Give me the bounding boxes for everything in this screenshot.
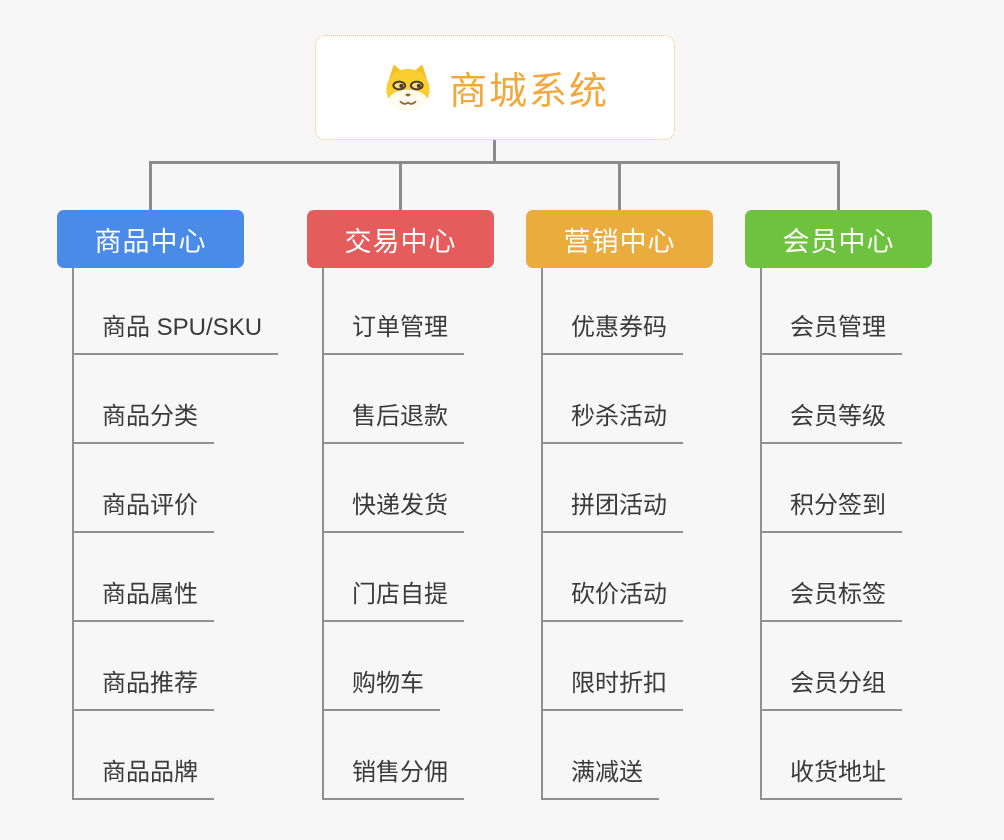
connector-branch-1 — [149, 161, 152, 210]
branch-node-members[interactable]: 会员中心 — [745, 210, 932, 268]
leaf-node[interactable]: 商品评价 — [72, 491, 214, 533]
branch-trade-children: 订单管理 售后退款 快递发货 门店自提 购物车 销售分佣 — [322, 268, 552, 800]
leaf-node[interactable]: 门店自提 — [322, 580, 464, 622]
branch-node-marketing[interactable]: 营销中心 — [526, 210, 713, 268]
branch-marketing-children: 优惠券码 秒杀活动 拼团活动 砍价活动 限时折扣 满减送 — [541, 268, 771, 800]
branch-products-children: 商品 SPU/SKU 商品分类 商品评价 商品属性 商品推荐 商品品牌 — [72, 268, 302, 800]
dog-face-icon — [386, 64, 430, 110]
leaf-node[interactable]: 收货地址 — [760, 758, 902, 800]
leaf-node[interactable]: 售后退款 — [322, 402, 464, 444]
leaf-node[interactable]: 购物车 — [322, 669, 440, 711]
leaf-node[interactable]: 快递发货 — [322, 491, 464, 533]
leaf-node[interactable]: 商品 SPU/SKU — [72, 313, 279, 355]
leaf-node[interactable]: 商品推荐 — [72, 669, 214, 711]
leaf-node[interactable]: 会员分组 — [760, 669, 902, 711]
leaf-node[interactable]: 限时折扣 — [541, 669, 683, 711]
branch-node-trade[interactable]: 交易中心 — [307, 210, 494, 268]
connector-branch-2 — [399, 161, 402, 210]
leaf-node[interactable]: 会员等级 — [760, 402, 902, 444]
leaf-node[interactable]: 满减送 — [541, 758, 659, 800]
leaf-node[interactable]: 订单管理 — [322, 313, 464, 355]
leaf-node[interactable]: 会员管理 — [760, 313, 902, 355]
root-node[interactable]: 商城系统 — [315, 35, 675, 140]
leaf-node[interactable]: 商品分类 — [72, 402, 214, 444]
leaf-node[interactable]: 优惠券码 — [541, 313, 683, 355]
leaf-node[interactable]: 商品品牌 — [72, 758, 214, 800]
leaf-node[interactable]: 商品属性 — [72, 580, 214, 622]
leaf-node[interactable]: 拼团活动 — [541, 491, 683, 533]
connector-horizontal — [149, 161, 840, 164]
branch-members-children: 会员管理 会员等级 积分签到 会员标签 会员分组 收货地址 — [760, 268, 990, 800]
branch-node-products[interactable]: 商品中心 — [57, 210, 244, 268]
leaf-node[interactable]: 秒杀活动 — [541, 402, 683, 444]
root-title: 商城系统 — [448, 71, 609, 113]
leaf-node[interactable]: 积分签到 — [760, 491, 902, 533]
connector-branch-3 — [618, 161, 621, 210]
leaf-node[interactable]: 砍价活动 — [541, 580, 683, 622]
connector-root-stub — [493, 140, 496, 163]
leaf-node[interactable]: 会员标签 — [760, 580, 902, 622]
connector-branch-4 — [837, 161, 840, 210]
leaf-node[interactable]: 销售分佣 — [322, 758, 464, 800]
